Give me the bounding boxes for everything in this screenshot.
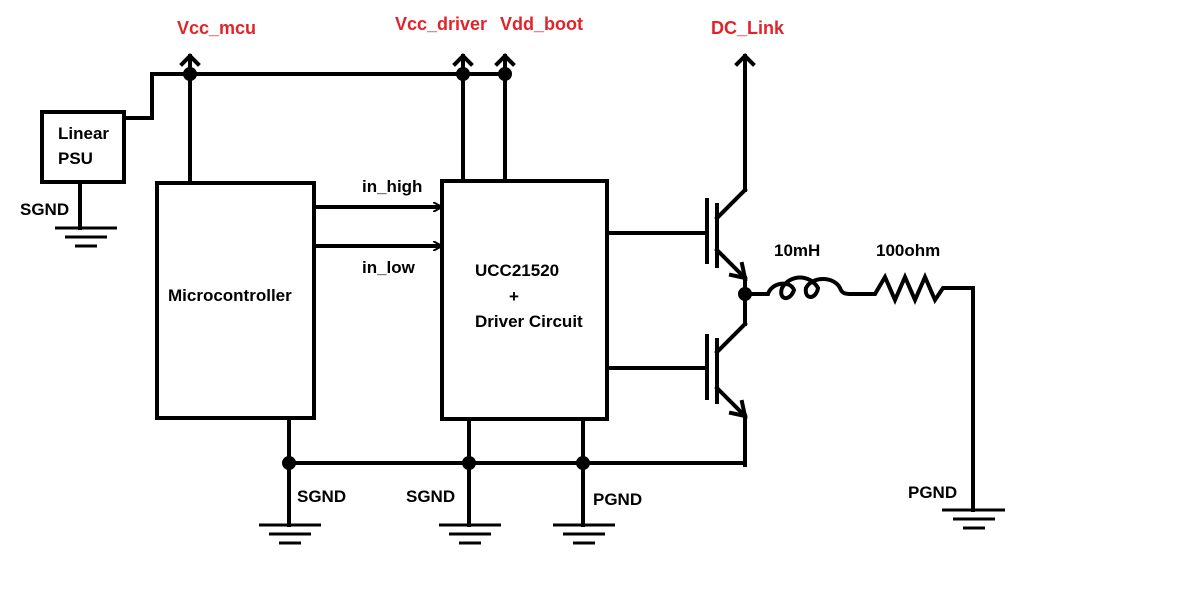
- inductor-label: 10mH: [774, 241, 820, 260]
- net-label-vdd-boot: Vdd_boot: [500, 14, 583, 34]
- resistor: [850, 271, 975, 306]
- ground-label-driver-pgnd: PGND: [593, 490, 642, 509]
- ground-label-mcu: SGND: [297, 487, 346, 506]
- net-label-vcc-driver: Vcc_driver: [395, 14, 487, 34]
- driver-label-line3: Driver Circuit: [475, 312, 583, 331]
- ground-symbol: [439, 523, 501, 545]
- junction-dot: [576, 456, 590, 470]
- supply-rail: [123, 72, 507, 185]
- inductor: [743, 275, 855, 300]
- microcontroller-block: Microcontroller: [155, 181, 316, 420]
- junction-dot: [462, 456, 476, 470]
- ground-label-driver-sgnd: SGND: [406, 487, 455, 506]
- signal-label-in-low: in_low: [362, 258, 416, 277]
- junction-dot: [183, 67, 197, 81]
- psu-label-line2: PSU: [58, 149, 93, 168]
- low-side-igbt: [705, 321, 748, 419]
- psu-label-line1: Linear: [58, 124, 109, 143]
- linear-psu-block: Linear PSU: [40, 110, 126, 184]
- ground-label-load: PGND: [908, 483, 957, 502]
- ground-label-psu: SGND: [20, 200, 69, 219]
- junction-dot: [456, 67, 470, 81]
- ground-symbol: [55, 226, 117, 248]
- junction-dot: [282, 456, 296, 470]
- signal-label-in-high: in_high: [362, 177, 422, 196]
- ground-symbol: [942, 508, 1005, 530]
- net-label-vcc-mcu: Vcc_mcu: [177, 18, 256, 38]
- junction-dot: [498, 67, 512, 81]
- resistor-label: 100ohm: [876, 241, 940, 260]
- ground-symbol: [553, 523, 615, 545]
- microcontroller-label: Microcontroller: [168, 286, 292, 305]
- net-label-dc-link: DC_Link: [711, 18, 785, 38]
- high-side-igbt: [705, 187, 748, 281]
- driver-block: UCC21520 + Driver Circuit: [440, 179, 609, 421]
- driver-label-line1: UCC21520: [475, 261, 559, 280]
- ground-symbol: [259, 523, 321, 545]
- dc-link-arrow: [734, 53, 756, 67]
- driver-label-line2: +: [509, 287, 519, 306]
